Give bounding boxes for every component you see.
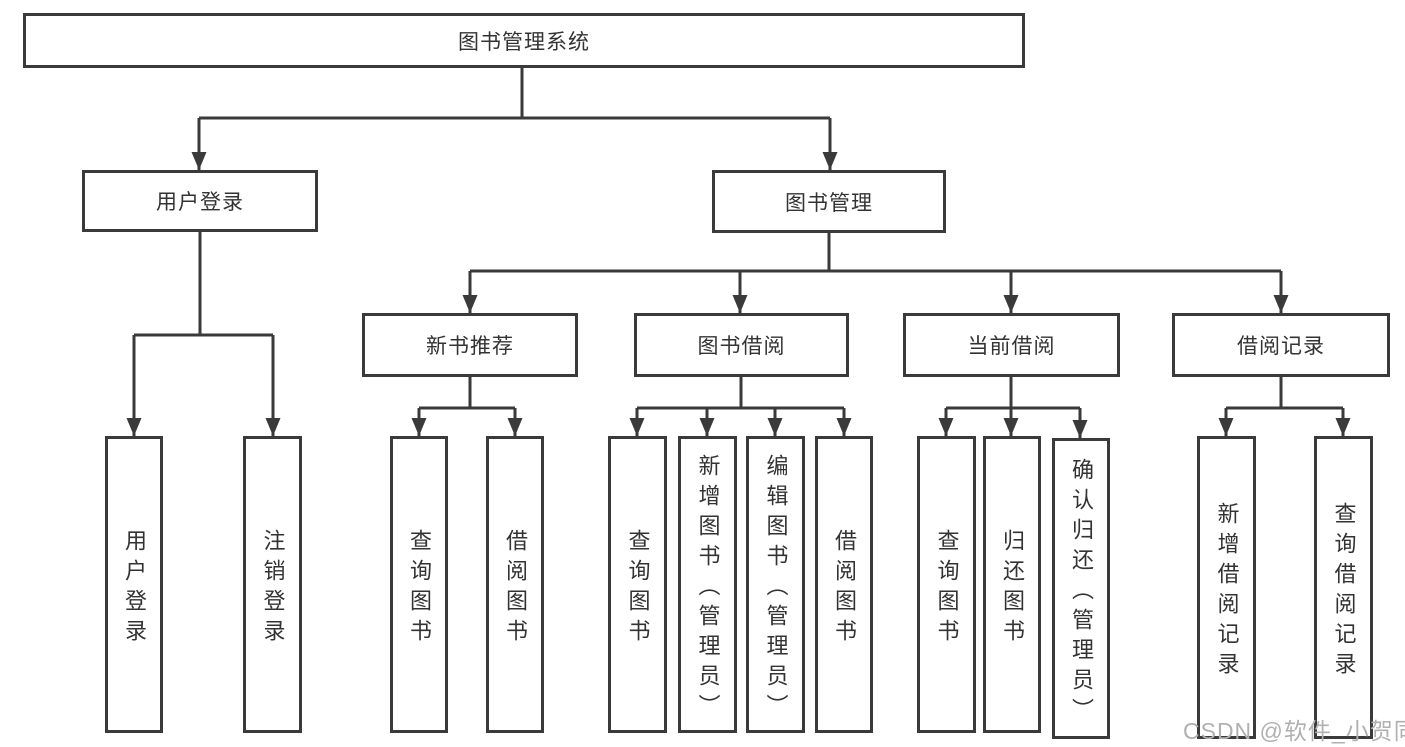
leaf-user-login: 用户登录	[105, 436, 163, 733]
watermark-text: CSDN @软件_小贺同学	[1183, 718, 1405, 744]
node-book-management: 图书管理	[712, 170, 946, 233]
node-label: 当前借阅	[967, 335, 1056, 358]
node-label: 借阅图书	[832, 528, 857, 649]
node-label: 用户登录	[122, 528, 147, 649]
node-label: 查询图书	[407, 528, 432, 649]
node-label: 确认归还（管理员）	[1069, 457, 1094, 728]
leaf-query-books: 查询图书	[917, 436, 976, 733]
leaf-query-borrow-record: 查询借阅记录	[1314, 436, 1373, 739]
leaf-query-books: 查询图书	[608, 436, 667, 733]
node-label: 图书管理	[785, 191, 873, 215]
leaf-logout: 注销登录	[243, 436, 302, 733]
node-label: 图书借阅	[697, 335, 786, 358]
node-label: 新增图书（管理员）	[695, 453, 721, 724]
node-label: 注销登录	[260, 528, 286, 649]
leaf-edit-book-admin: 编辑图书（管理员）	[746, 436, 805, 733]
node-label: 新书推荐	[426, 335, 514, 358]
leaf-borrow-books: 借阅图书	[486, 436, 544, 733]
leaf-confirm-return-admin: 确认归还（管理员）	[1052, 438, 1110, 739]
node-label: 编辑图书（管理员）	[763, 453, 789, 724]
node-library-system: 图书管理系统	[23, 13, 1025, 68]
leaf-add-borrow-record: 新增借阅记录	[1197, 436, 1256, 739]
node-book-borrowing: 图书借阅	[634, 313, 849, 377]
node-new-book-recommendation: 新书推荐	[362, 313, 578, 377]
node-label: 查询图书	[934, 528, 960, 649]
node-label: 归还图书	[1000, 528, 1025, 649]
node-label: 图书管理系统	[458, 30, 590, 54]
node-label: 查询图书	[625, 528, 651, 649]
leaf-return-books: 归还图书	[983, 436, 1041, 733]
node-borrowing-records: 借阅记录	[1172, 313, 1390, 377]
leaf-borrow-books: 借阅图书	[815, 436, 873, 733]
node-label: 新增借阅记录	[1214, 501, 1240, 682]
node-current-borrowing: 当前借阅	[903, 313, 1120, 377]
node-label: 用户登录	[156, 191, 244, 214]
leaf-add-book-admin: 新增图书（管理员）	[678, 436, 737, 733]
node-label: 借阅图书	[503, 528, 528, 649]
node-label: 借阅记录	[1237, 335, 1325, 358]
node-user-login: 用户登录	[82, 170, 318, 232]
node-label: 查询借阅记录	[1331, 501, 1357, 682]
leaf-query-books: 查询图书	[390, 436, 448, 733]
